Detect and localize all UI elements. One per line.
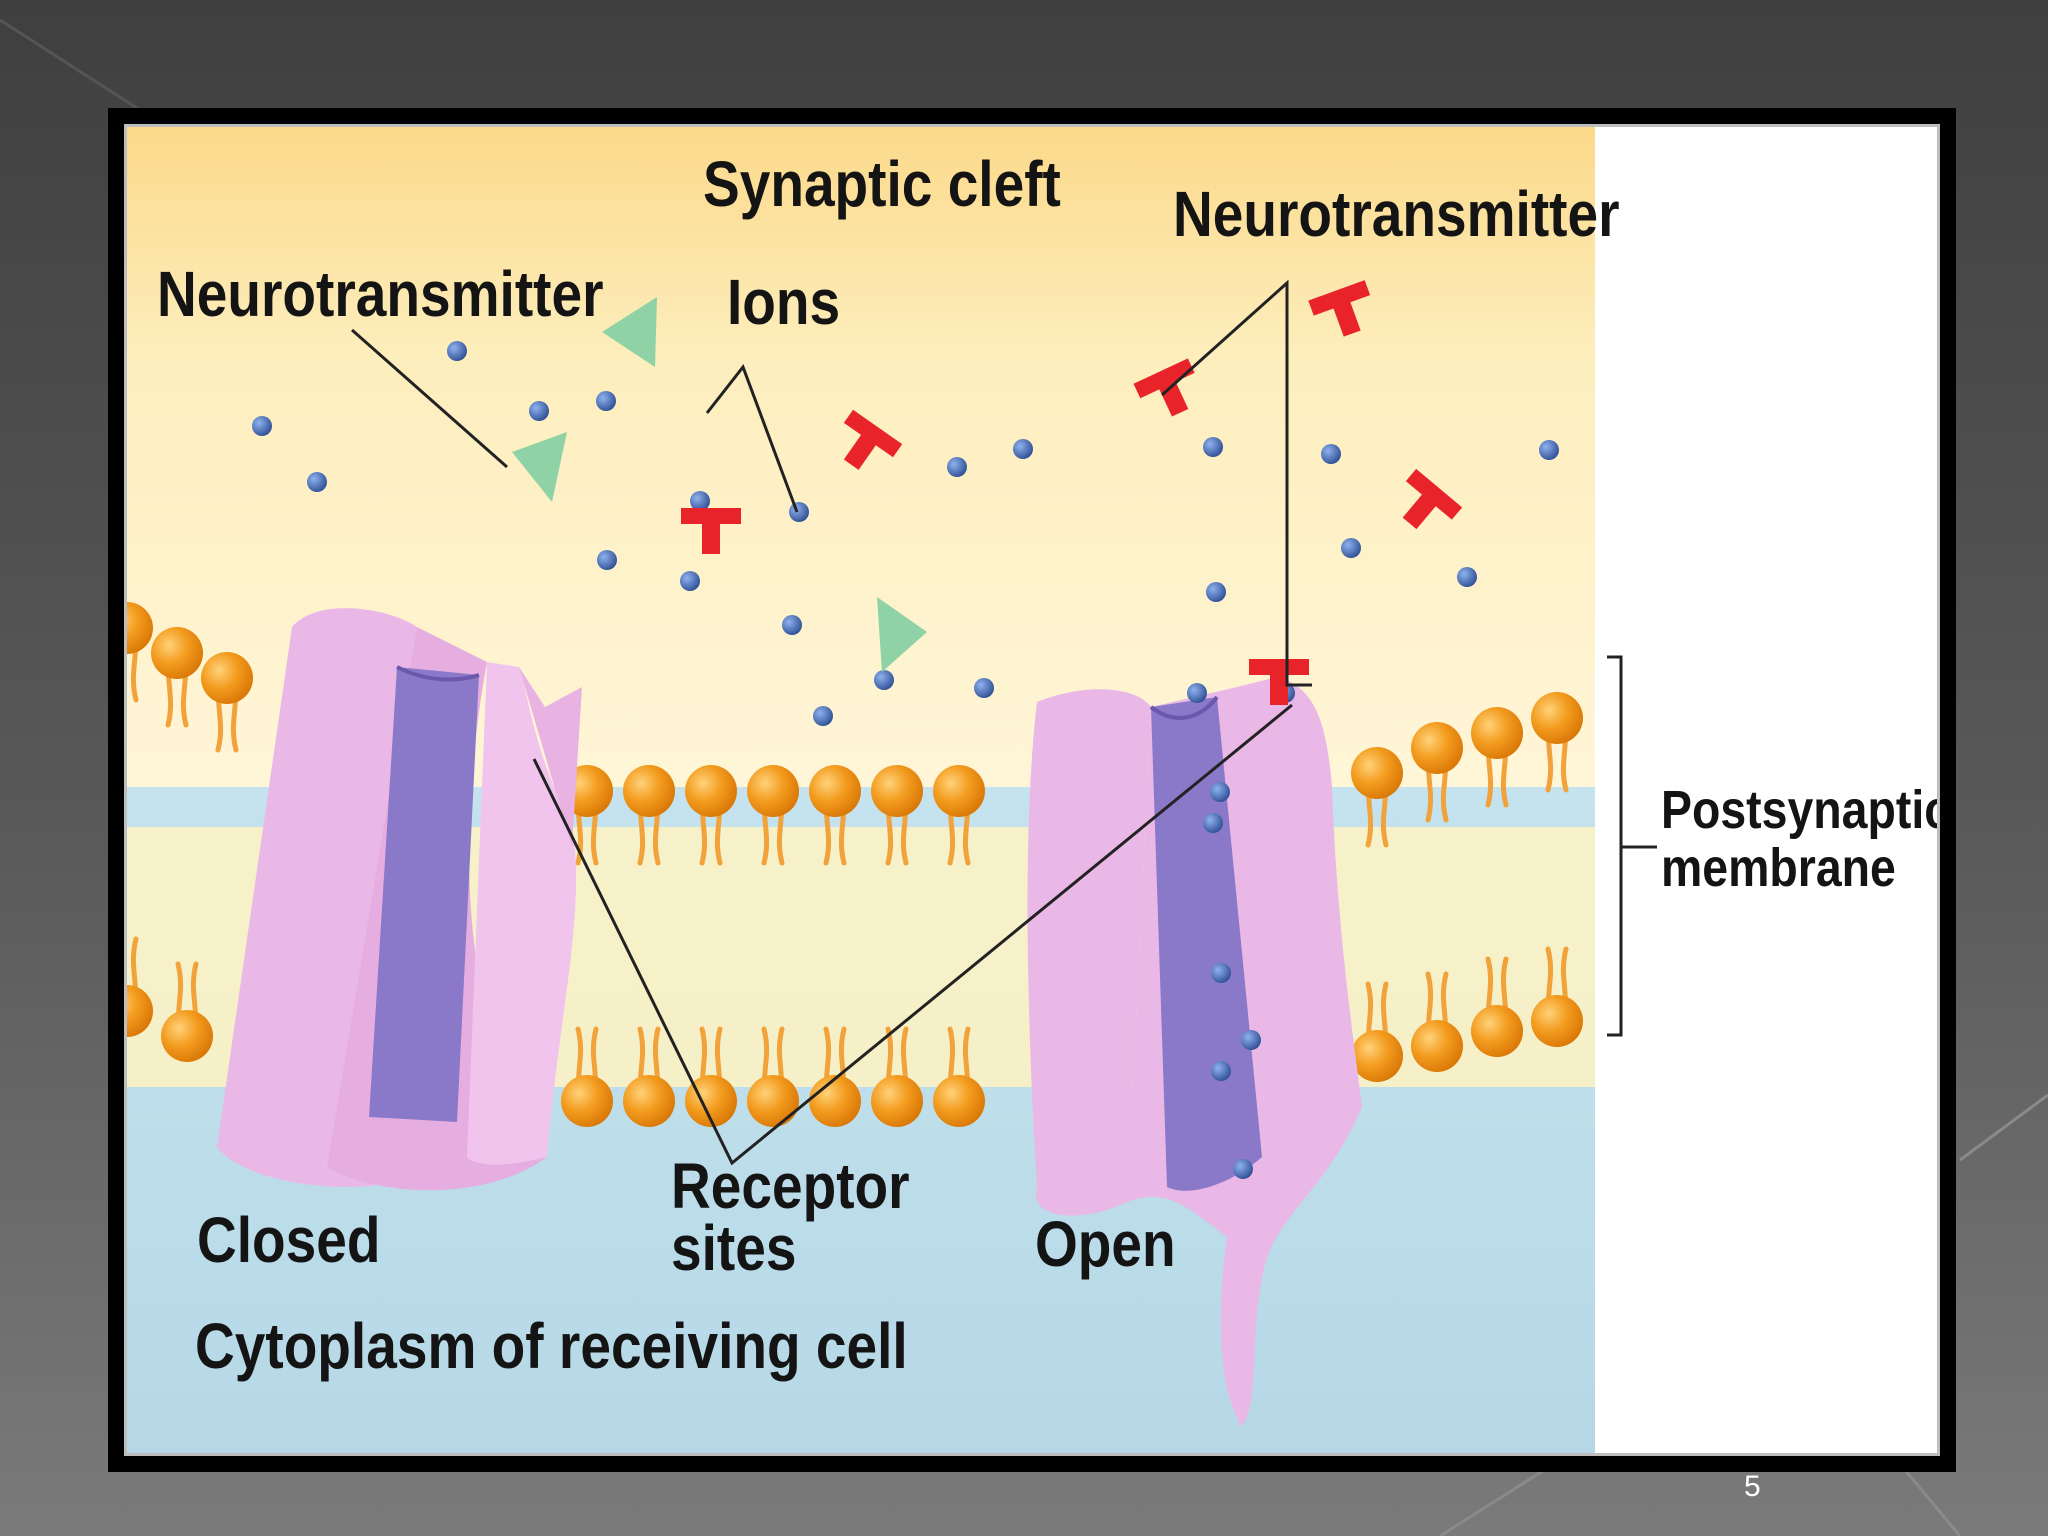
ion-dot xyxy=(874,670,894,690)
receptor-sites-label-line2: sites xyxy=(671,1212,797,1284)
slide-page-number: 5 xyxy=(1744,1470,1761,1503)
ion-dot xyxy=(813,706,833,726)
receptor-sites-label-line1: Receptor xyxy=(671,1150,910,1222)
slide-image-frame: Synaptic cleft Neurotransmitter Ions Neu… xyxy=(108,108,1956,1472)
ions-group xyxy=(252,341,1559,1179)
neurotransmitter-triangle-icon xyxy=(512,432,567,502)
ion-dot xyxy=(1241,1030,1261,1050)
ion-channel-open xyxy=(1027,677,1362,1427)
synapse-diagram xyxy=(127,127,1937,1453)
postsynaptic-membrane-label-line2: membrane xyxy=(1661,838,1896,898)
ion-dot xyxy=(307,472,327,492)
ion-dot xyxy=(1013,439,1033,459)
ion-dot xyxy=(597,550,617,570)
ion-dot xyxy=(529,401,549,421)
ion-dot xyxy=(947,457,967,477)
neurotransmitter-label-right: Neurotransmitter xyxy=(1173,178,1620,250)
ion-dot xyxy=(1206,582,1226,602)
ion-dot xyxy=(1341,538,1361,558)
diagram-panel: Synaptic cleft Neurotransmitter Ions Neu… xyxy=(124,124,1940,1456)
ion-dot xyxy=(1203,437,1223,457)
ion-dot xyxy=(1187,683,1207,703)
ion-dot xyxy=(447,341,467,361)
leader-lines xyxy=(351,279,1657,1166)
ion-dot xyxy=(1211,1061,1231,1081)
ion-dot xyxy=(1203,813,1223,833)
neurotransmitter-triangle-icon xyxy=(602,297,657,367)
ion-dot xyxy=(1457,567,1477,587)
ion-channel-closed xyxy=(217,608,582,1191)
ion-dot xyxy=(1321,444,1341,464)
cytoplasm-label: Cytoplasm of receiving cell xyxy=(195,1310,908,1382)
neurotransmitter-triangle-group xyxy=(512,297,927,672)
ion-dot xyxy=(789,502,809,522)
ion-dot xyxy=(974,678,994,698)
closed-label: Closed xyxy=(197,1204,381,1276)
open-label: Open xyxy=(1035,1208,1176,1280)
ion-dot xyxy=(1211,963,1231,983)
neurotransmitter-label-left: Neurotransmitter xyxy=(157,258,604,330)
ion-dot xyxy=(1539,440,1559,460)
ion-dot xyxy=(252,416,272,436)
ion-dot xyxy=(596,391,616,411)
synaptic-cleft-label: Synaptic cleft xyxy=(703,148,1061,220)
ion-dot xyxy=(690,491,710,511)
ion-dot xyxy=(1233,1159,1253,1179)
ion-dot xyxy=(680,571,700,591)
ion-dot xyxy=(782,615,802,635)
postsynaptic-membrane-label-line1: Postsynaptic xyxy=(1661,780,1940,840)
ions-label: Ions xyxy=(727,266,841,338)
ion-dot xyxy=(1210,782,1230,802)
neurotransmitter-triangle-icon xyxy=(877,597,927,672)
